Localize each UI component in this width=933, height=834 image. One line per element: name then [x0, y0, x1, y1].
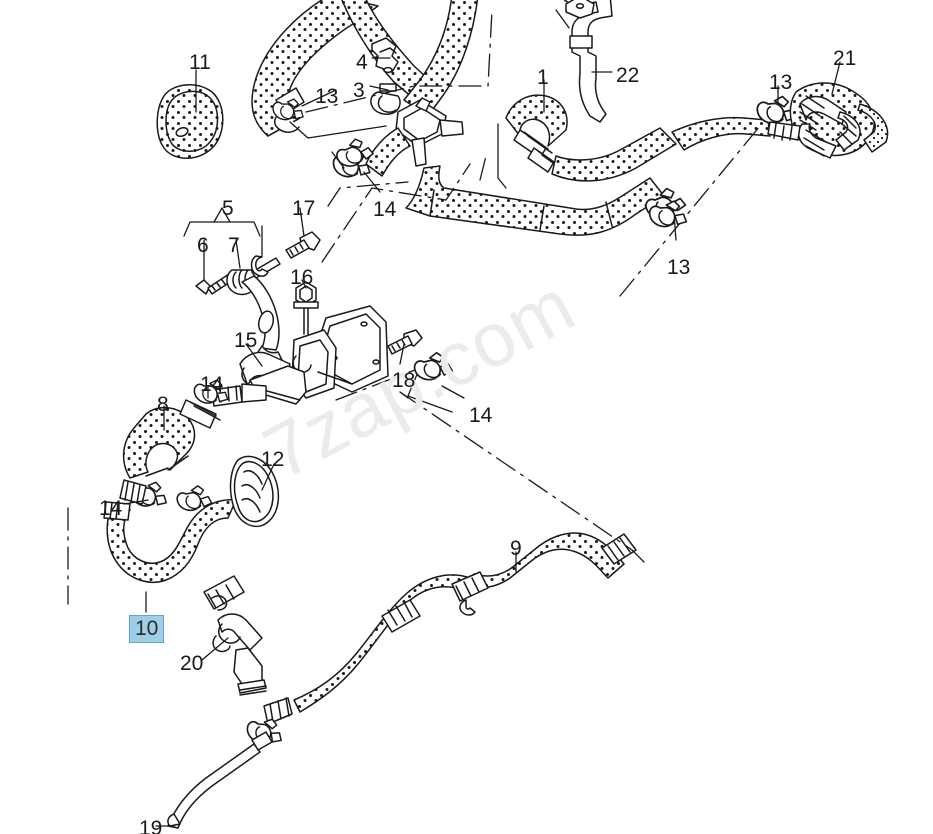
callout-13[interactable]: 13	[667, 256, 691, 279]
callout-8[interactable]: 8	[157, 393, 169, 416]
callout-5[interactable]: 5	[222, 197, 234, 220]
callout-21[interactable]: 21	[833, 47, 857, 70]
callout-14[interactable]: 14	[99, 497, 123, 520]
callout-18[interactable]: 18	[392, 369, 416, 392]
callout-7[interactable]: 7	[228, 234, 240, 257]
callout-13[interactable]: 13	[315, 85, 339, 108]
callout-11[interactable]: 11	[189, 51, 211, 74]
callout-19[interactable]: 19	[139, 817, 163, 834]
callout-22[interactable]: 22	[616, 64, 640, 87]
callout-17[interactable]: 17	[292, 197, 316, 220]
callout-14[interactable]: 14	[469, 404, 493, 427]
callout-1[interactable]: 1	[537, 66, 549, 89]
callout-10-selected[interactable]: 10	[129, 615, 165, 643]
callout-20[interactable]: 20	[180, 652, 204, 675]
callout-14[interactable]: 14	[373, 198, 397, 221]
callout-6[interactable]: 6	[197, 234, 209, 257]
callout-16[interactable]: 16	[290, 266, 314, 289]
callout-12[interactable]: 12	[261, 448, 285, 471]
callout-3[interactable]: 3	[353, 79, 365, 102]
callout-4[interactable]: 4	[356, 51, 368, 74]
callout-14[interactable]: 14	[200, 373, 224, 396]
callout-13[interactable]: 13	[769, 71, 793, 94]
callout-9[interactable]: 9	[510, 537, 522, 560]
callout-15[interactable]: 15	[234, 329, 258, 352]
